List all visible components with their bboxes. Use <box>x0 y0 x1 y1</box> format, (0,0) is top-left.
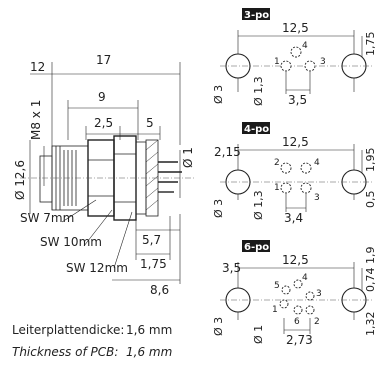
pin-1 <box>279 299 289 309</box>
pitch-4-pol: 12,5 <box>282 135 309 149</box>
pin-3 <box>304 60 316 72</box>
left-dim-4-pol: 2,15 <box>214 145 241 159</box>
pin-3 <box>300 182 312 194</box>
svg-text:4: 4 <box>302 273 308 283</box>
dim-2-5: 2,5 <box>94 116 113 130</box>
svg-text:1: 1 <box>274 183 280 193</box>
right-dim-mid-6-pol: 0,74 <box>364 268 377 293</box>
pin-1 <box>280 182 292 194</box>
pin-5 <box>281 285 291 295</box>
badge-4-pol-label: 4-pol. <box>244 124 276 135</box>
pitch-6-pol: 12,5 <box>282 253 309 267</box>
pin-3 <box>305 291 315 301</box>
dim-9: 9 <box>98 90 106 104</box>
hole-dia-4-pol: Ø 3 <box>212 199 225 218</box>
dim-5: 5 <box>146 116 154 130</box>
dim-diameter: Ø 12,6 <box>13 160 27 200</box>
layout-4-pol: 4-pol. 12,5 2,15 1,95 0,5 2 4 1 3 3,4 Ø … <box>212 122 377 225</box>
pin-4 <box>293 279 303 289</box>
pcb-thickness-de-value: 1,6 mm <box>126 323 172 337</box>
layout-6-pol: 6-pol. 12,5 3,5 1,9 0,74 1,32 5 4 3 1 6 … <box>212 240 377 347</box>
svg-text:4: 4 <box>314 158 320 168</box>
pin-4 <box>290 46 302 58</box>
left-dim-6-pol: 3,5 <box>222 261 241 275</box>
pin-4 <box>300 162 312 174</box>
svg-text:2: 2 <box>314 317 320 327</box>
svg-text:4: 4 <box>302 41 308 51</box>
pin-dia-6-pol: Ø 1 <box>252 325 265 344</box>
hole-dia-3-pol: Ø 3 <box>212 85 225 104</box>
svg-text:1: 1 <box>274 57 280 67</box>
svg-text:3: 3 <box>320 57 326 67</box>
pin-dia-4-pol: Ø 1,3 <box>252 190 265 220</box>
badge-6-pol <box>242 240 270 252</box>
dim-thread: M8 x 1 <box>29 100 43 140</box>
sw-12mm-label: SW 12mm <box>66 261 128 275</box>
dim-17: 17 <box>96 53 111 67</box>
dim-8-6: 8,6 <box>150 283 169 297</box>
layout-3-pol: 3-pol. 12,5 1,75 1 4 3 3,5 Ø 3 Ø 1,3 <box>212 8 377 107</box>
right-dim-bottom-6-pol: 1,32 <box>364 312 377 337</box>
badge-6-pol-label: 6-pol. <box>244 242 276 253</box>
dim-1-75: 1,75 <box>140 257 167 271</box>
badge-3-pol-label: 3-pol. <box>244 10 276 21</box>
pin-6 <box>293 305 303 315</box>
svg-text:2: 2 <box>274 158 280 168</box>
right-dim-bottom-4-pol: 0,5 <box>364 191 377 209</box>
pin-1 <box>280 60 292 72</box>
pitch-3-pol: 12,5 <box>282 21 309 35</box>
svg-text:3: 3 <box>316 289 322 299</box>
right-dim-top-4-pol: 1,95 <box>364 148 377 173</box>
pcb-thickness-en-label: Thickness of PCB: <box>12 345 118 359</box>
svg-text:1: 1 <box>272 305 278 315</box>
sw-10mm-label: SW 10mm <box>40 235 102 249</box>
right-dim-3-pol: 1,75 <box>364 32 377 57</box>
svg-text:5: 5 <box>274 281 280 291</box>
svg-text:3: 3 <box>314 193 320 203</box>
dim-5-7: 5,7 <box>142 233 161 247</box>
dim-12: 12 <box>30 60 45 74</box>
spacing-4-pol: 3,4 <box>284 211 303 225</box>
pin-dia-3-pol: Ø 1,3 <box>252 76 265 106</box>
hole-dia-6-pol: Ø 3 <box>212 317 225 336</box>
spacing-6-pol: 2,73 <box>286 333 313 347</box>
side-view: 12 17 9 2,5 5 M8 x 1 Ø 12,6 <box>13 53 196 297</box>
dim-right-diameter: Ø 1 <box>181 147 195 168</box>
pcb-thickness-de-label: Leiterplattendicke: <box>12 323 124 337</box>
pin-2 <box>280 162 292 174</box>
right-dim-top-6-pol: 1,9 <box>364 247 377 265</box>
badge-4-pol <box>242 122 270 134</box>
badge-3-pol <box>242 8 270 20</box>
pcb-thickness-note: Leiterplattendicke: 1,6 mm Thickness of … <box>12 323 172 359</box>
svg-text:6: 6 <box>294 317 300 327</box>
sw-7mm-label: SW 7mm <box>20 211 74 225</box>
spacing-3-pol: 3,5 <box>288 93 307 107</box>
pin-2 <box>305 305 315 315</box>
pcb-thickness-en-value: 1,6 mm <box>126 345 172 359</box>
